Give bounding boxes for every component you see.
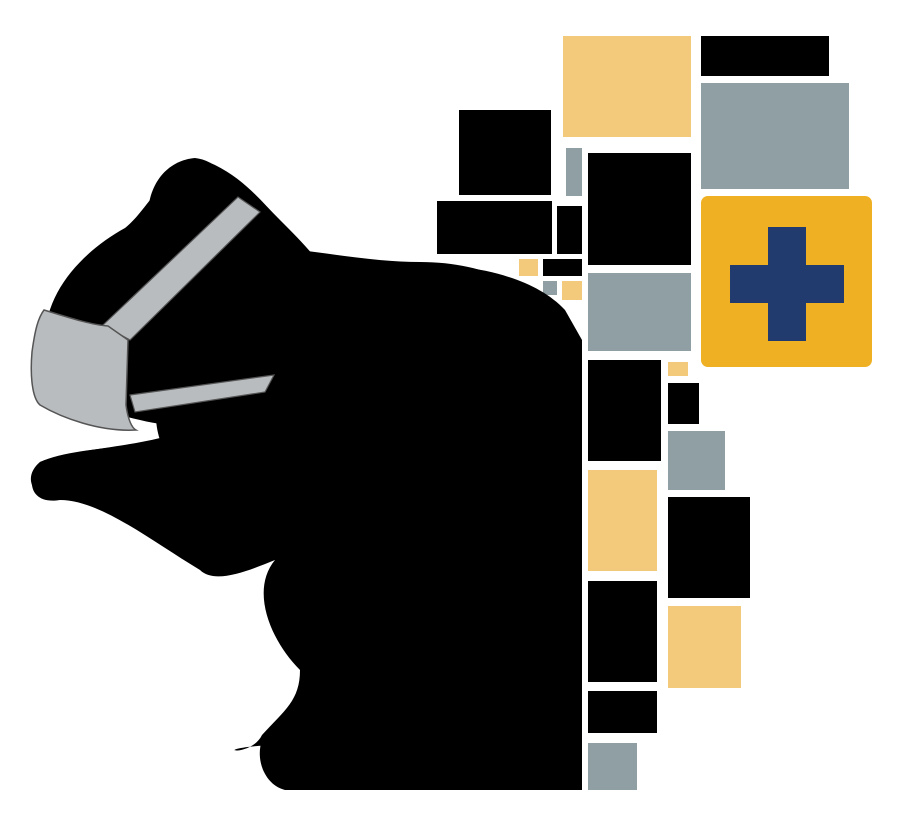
face-mask (30, 196, 276, 431)
medical-cross-icon (730, 227, 844, 341)
medical-badge (701, 196, 872, 367)
tail-tile (588, 153, 691, 265)
tail-tile (668, 362, 688, 376)
tail-tile (588, 743, 637, 790)
tail-tile (588, 581, 657, 682)
tail-tile (459, 110, 551, 195)
tail-tile (557, 206, 582, 254)
tail-tile (588, 691, 657, 733)
tail-tile (588, 470, 657, 571)
tail-tile (437, 201, 552, 254)
tail-tile (566, 148, 582, 196)
tail-tile (563, 36, 691, 137)
tail-tile (668, 497, 750, 598)
squirrel-paw (30, 438, 240, 540)
mosaic-tail (437, 36, 849, 790)
squirrel-back (330, 263, 582, 420)
tail-tile (701, 36, 829, 76)
tail-tile (668, 383, 699, 424)
tail-tile (562, 281, 582, 300)
squirrel-foot (259, 724, 332, 790)
mask-strap-lower (129, 374, 276, 413)
tail-tile (588, 273, 691, 351)
tail-tile (668, 431, 725, 490)
tail-tile (543, 281, 557, 295)
tail-tile (543, 259, 582, 276)
tail-tile (588, 360, 661, 461)
tail-tile (701, 83, 849, 189)
mask-cover (30, 309, 139, 431)
tail-tile (519, 259, 538, 276)
squirrel-silhouette (30, 158, 582, 791)
tail-tile (668, 606, 741, 688)
